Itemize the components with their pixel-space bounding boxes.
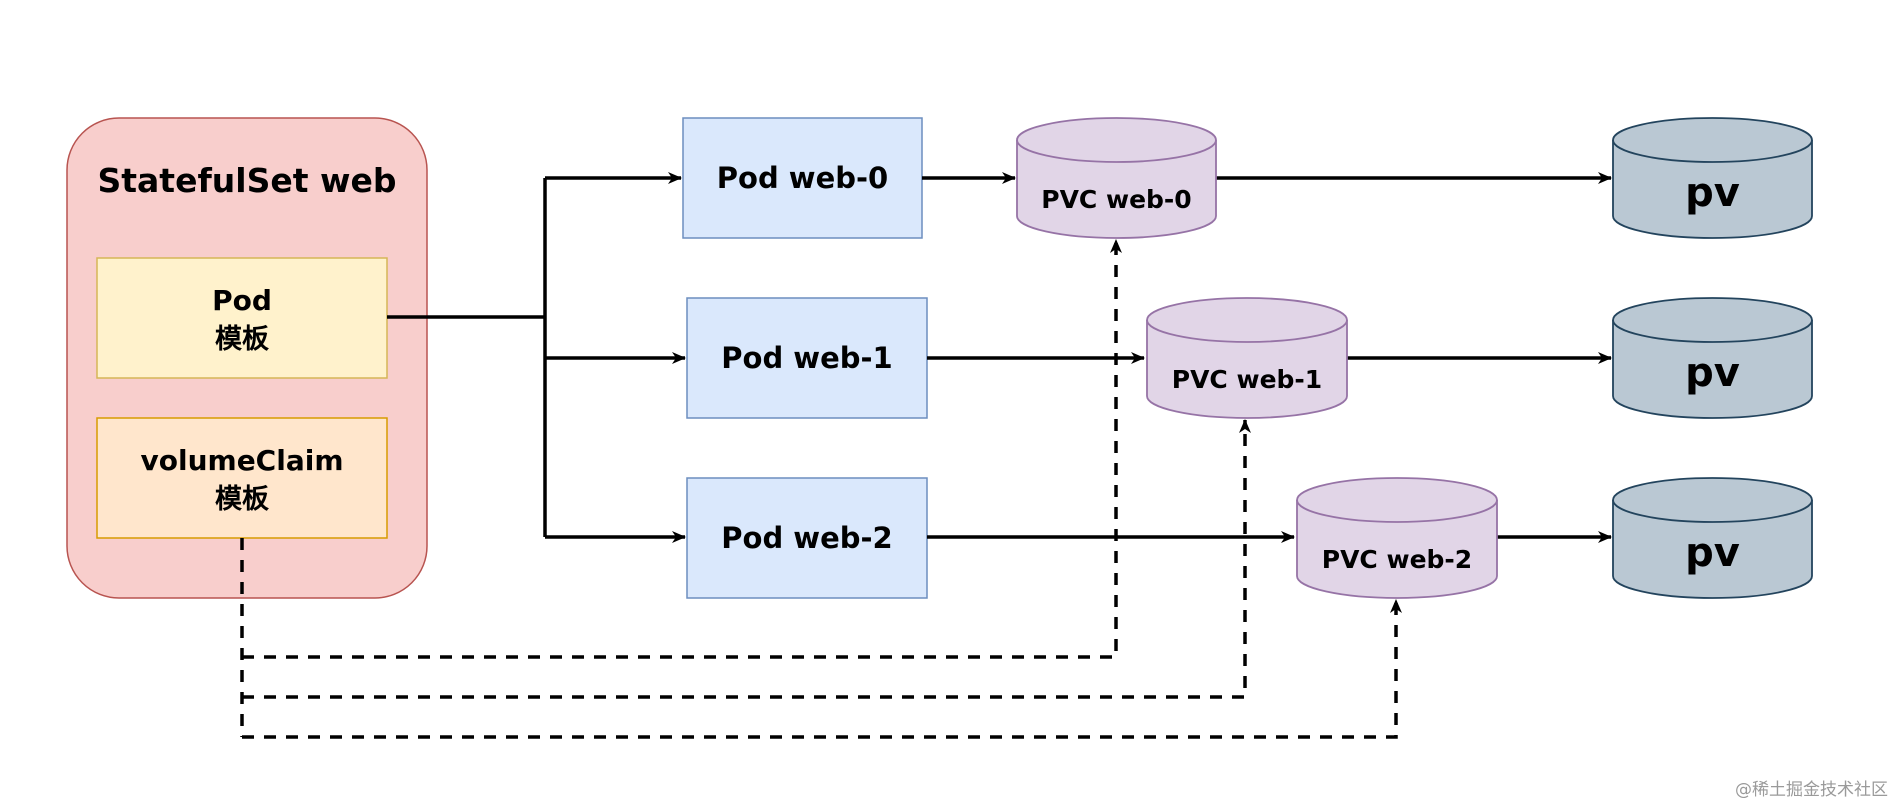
pod-fanout-connectors [387,172,686,543]
statefulset-title: StatefulSet web [97,161,396,200]
pvc-to-pv-connectors [1216,172,1612,543]
pv-node-1-label: pv [1685,350,1740,396]
pv-node-0[interactable]: pv [1612,117,1813,239]
pvc-node-0[interactable]: PVC web-0 [1016,117,1217,239]
cylinder-top-rim [1296,499,1498,523]
cylinder-body [1296,477,1498,599]
watermark: @稀土掘金技术社区 [1735,780,1888,800]
pod-template-label: Pod [212,284,272,317]
cylinder-top-rim [1146,319,1348,343]
pvc-node-2[interactable]: PVC web-2 [1296,477,1498,599]
pv-node-0-label: pv [1685,170,1740,216]
volume-claim-template-sublabel: 模板 [215,484,269,515]
pvc-node-2-label: PVC web-2 [1322,545,1472,574]
pod-template-sublabel: 模板 [215,324,269,355]
dashed-arrow-to-pvc-1 [242,419,1251,699]
pv-node-2-label: pv [1685,530,1740,576]
cylinder-body [1612,117,1813,239]
pod-box[interactable] [686,297,928,419]
dashed-arrow-to-pvc-2 [242,599,1402,739]
pod-node-0[interactable]: Pod web-0 [682,117,923,239]
cylinder-top-rim [1016,139,1217,163]
volume-claim-connectors [240,239,1402,739]
pod-to-pvc-connectors [922,172,1295,543]
cylinder-body [1146,297,1348,419]
pod-label: Pod web-2 [721,521,892,555]
pod-box[interactable] [686,477,928,599]
pod-box[interactable] [682,117,923,239]
pvc-node-0-label: PVC web-0 [1041,185,1191,214]
pod-node-1[interactable]: Pod web-1 [686,297,928,419]
pv-node-2[interactable]: pv [1612,477,1813,599]
dashed-arrow-to-pvc-0 [242,239,1122,659]
pod-template-box[interactable] [96,257,388,379]
volume-claim-template-box[interactable] [96,417,388,539]
volume-claim-template-label: volumeClaim [141,444,344,477]
cylinder-body [1612,477,1813,599]
cylinder-body [1016,117,1217,239]
cylinder-top-rim [1612,499,1813,523]
pod-label: Pod web-0 [717,161,888,195]
pv-node-1[interactable]: pv [1612,297,1813,419]
pod-label: Pod web-1 [721,341,892,375]
cylinder-top-rim [1612,139,1813,163]
cylinder-top-rim [1612,319,1813,343]
pvc-node-1-label: PVC web-1 [1172,365,1322,394]
cylinder-body [1612,297,1813,419]
pvc-node-1[interactable]: PVC web-1 [1146,297,1348,419]
pod-node-2[interactable]: Pod web-2 [686,477,928,599]
